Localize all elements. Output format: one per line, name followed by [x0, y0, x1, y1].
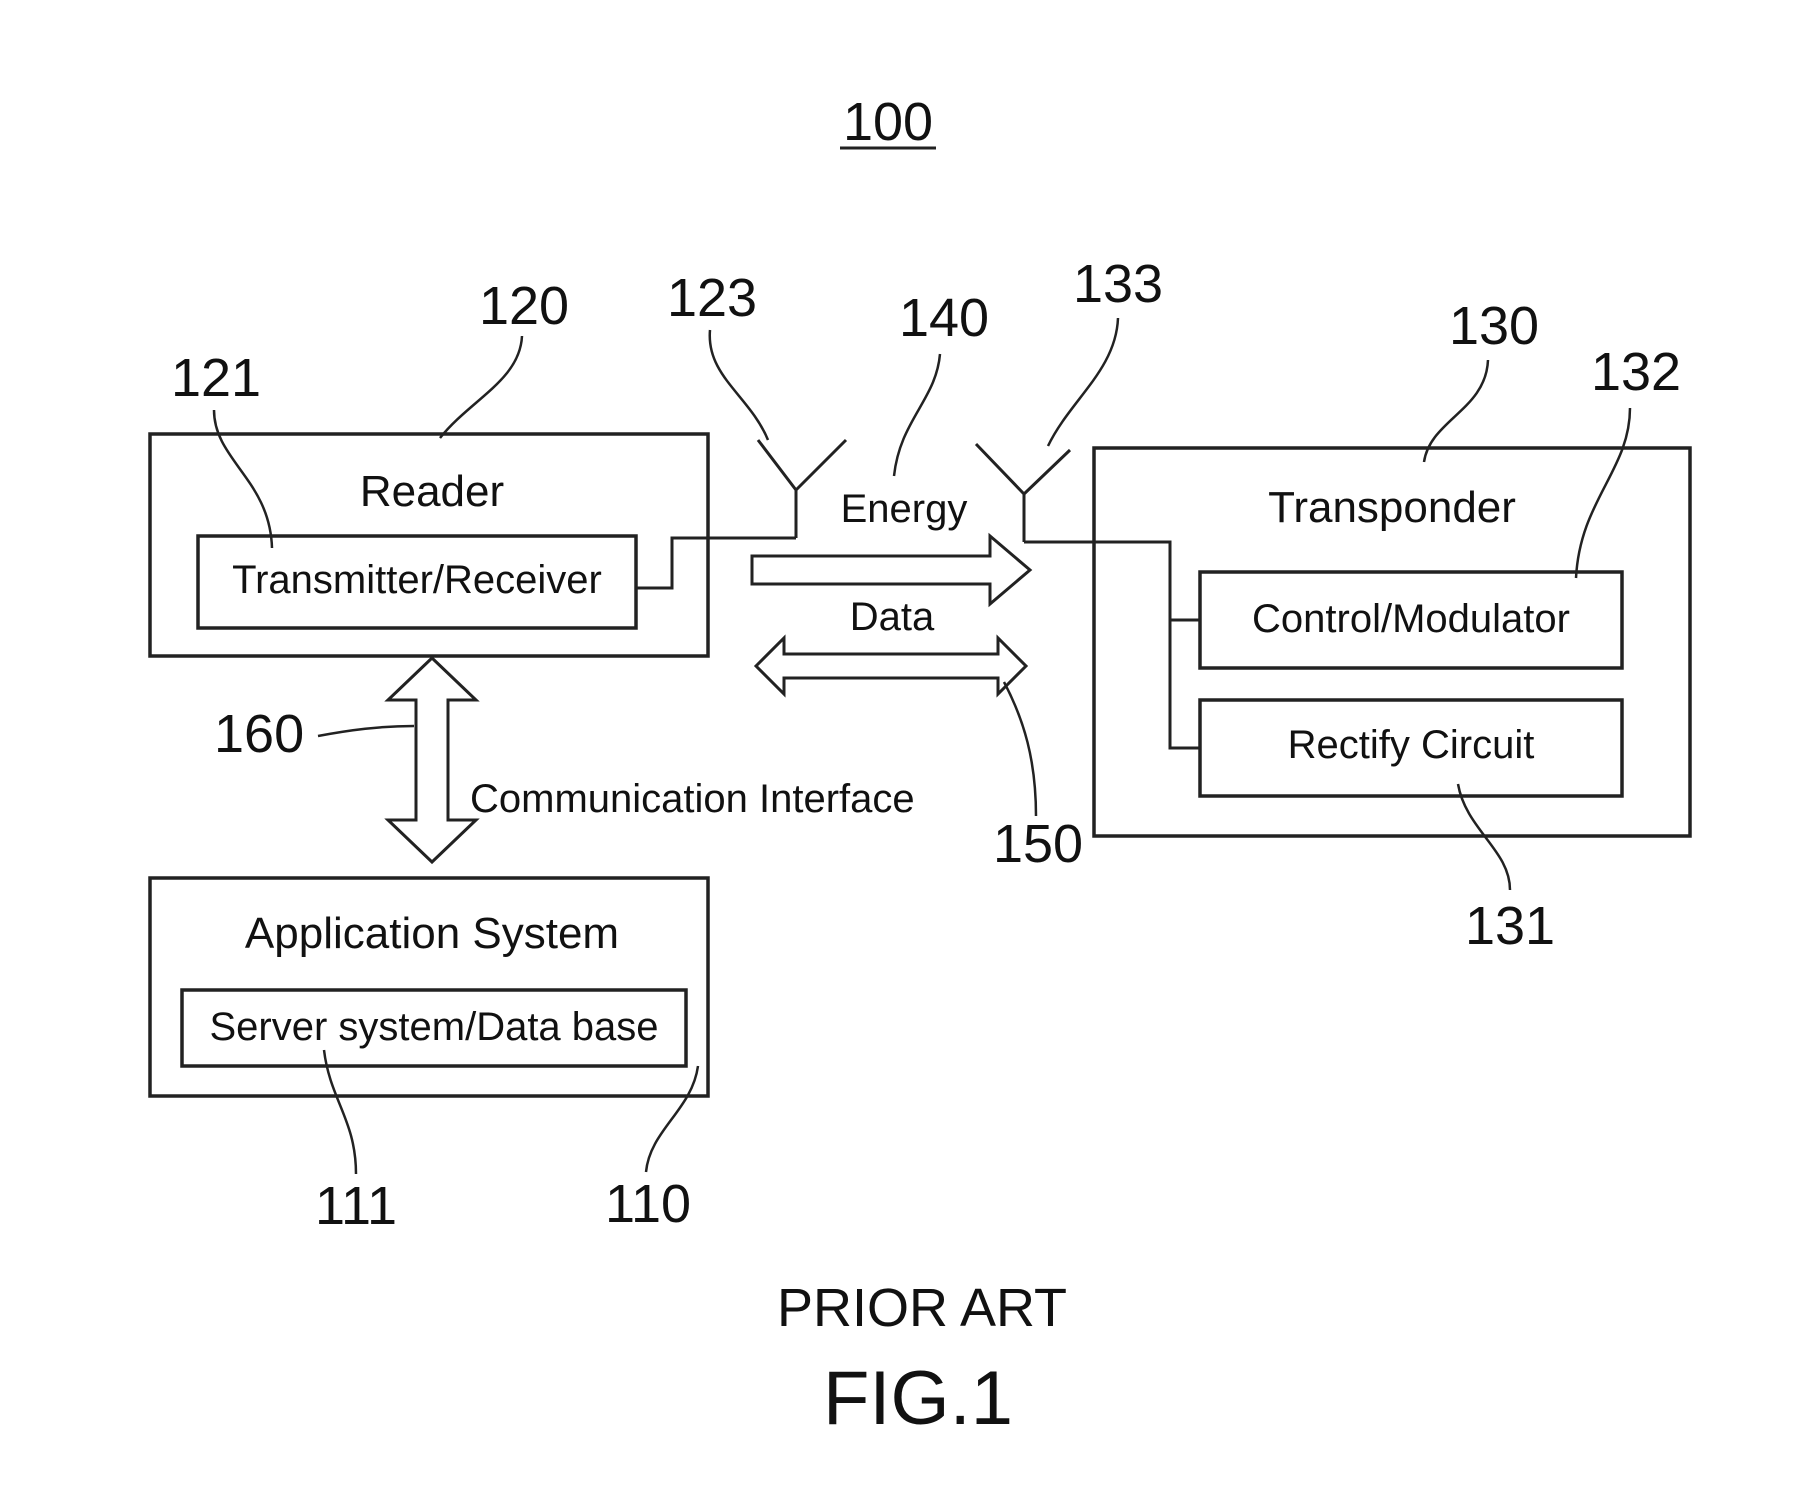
energy-label: Energy [841, 487, 968, 531]
reader-ref-leader [440, 336, 522, 438]
application-system-ref-leader [646, 1066, 698, 1172]
transmitter-receiver-label: Transmitter/Receiver [232, 558, 602, 602]
reader-antenna-icon [758, 440, 846, 538]
reader-label: Reader [360, 467, 504, 516]
transponder-antenna-ref: 133 [1073, 254, 1163, 314]
data-ref: 150 [993, 814, 1083, 874]
server-database-ref-leader [324, 1050, 356, 1174]
reader-antenna-ref-leader [710, 330, 768, 440]
rectify-circuit-ref: 131 [1465, 896, 1555, 956]
energy-ref-leader [894, 354, 940, 476]
prior-art-caption: PRIOR ART [777, 1278, 1067, 1338]
reader-ref: 120 [479, 276, 569, 336]
application-system-label: Application System [245, 909, 619, 958]
application-system-ref: 110 [605, 1174, 691, 1234]
transmitter-receiver-ref-leader [214, 410, 272, 548]
communication-interface-arrow [388, 658, 476, 862]
data-label: Data [850, 595, 935, 639]
transponder-antenna-icon [976, 444, 1070, 542]
server-database-ref: 111 [315, 1176, 397, 1236]
energy-ref: 140 [899, 288, 989, 348]
communication-interface-ref: 160 [214, 704, 304, 764]
transponder-antenna-ref-leader [1048, 318, 1118, 446]
figure-number: 100 [843, 92, 933, 152]
rectify-circuit-label: Rectify Circuit [1288, 723, 1535, 767]
control-modulator-ref: 132 [1591, 342, 1681, 402]
transponder-ref: 130 [1449, 296, 1539, 356]
transmitter-receiver-ref: 121 [171, 348, 261, 408]
server-database-label: Server system/Data base [209, 1005, 658, 1049]
data-arrow [756, 638, 1026, 694]
communication-interface-label: Communication Interface [470, 777, 915, 821]
control-modulator-ref-leader [1576, 408, 1630, 578]
transponder-antenna-wire [1024, 542, 1200, 748]
communication-interface-ref-leader [318, 726, 414, 736]
figure-caption: FIG.1 [823, 1356, 1013, 1441]
control-modulator-label: Control/Modulator [1252, 597, 1570, 641]
energy-arrow [752, 536, 1030, 604]
reader-antenna-ref: 123 [667, 268, 757, 328]
data-ref-leader [1004, 682, 1036, 816]
transponder-label: Transponder [1268, 483, 1516, 532]
